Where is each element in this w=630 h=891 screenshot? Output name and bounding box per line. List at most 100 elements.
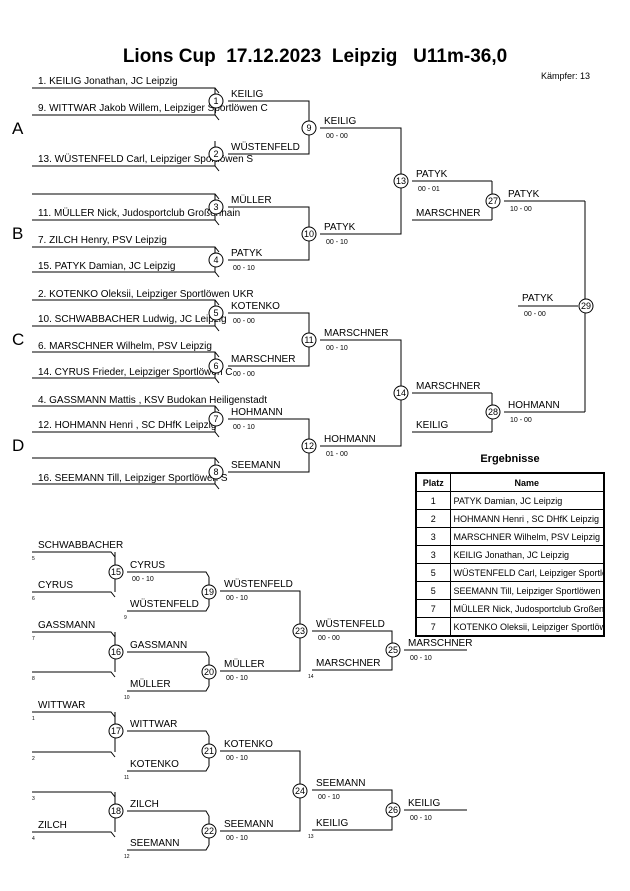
repechage-score: 00 - 10 xyxy=(132,576,154,583)
bracket-match-nodes: 1234567891011121314272829151617181920212… xyxy=(108,93,594,839)
page-title: Lions Cup 17.12.2023 Leipzig U11m-36,0 xyxy=(122,46,508,67)
winner-label: PATYK xyxy=(231,248,263,259)
entry-line xyxy=(32,165,220,172)
repechage-entry-number: 13 xyxy=(308,834,314,840)
results-place: 2 xyxy=(415,509,451,528)
winner-label: MÜLLER xyxy=(231,194,272,206)
repechage-entry-number: 4 xyxy=(32,836,35,842)
repechage-score: 00 - 10 xyxy=(318,794,340,801)
winner-label: WÜSTENFELD xyxy=(231,141,300,153)
match-number: 28 xyxy=(488,407,498,417)
match-number: 27 xyxy=(488,196,498,206)
match-number-circle xyxy=(393,173,409,189)
results-name: MARSCHNER Wilhelm, PSV Leipzig xyxy=(449,527,605,546)
match-number: 25 xyxy=(388,645,398,655)
repechage-entry-number: 1 xyxy=(32,716,35,722)
results-name: WÜSTENFELD Carl, Leipziger Sportlöwen S xyxy=(449,563,605,582)
entry-label: 2. KOTENKO Oleksii, Leipziger Sportlöwen… xyxy=(38,289,254,300)
match-number-circle xyxy=(201,823,217,839)
repechage-label: SEEMANN xyxy=(130,838,179,849)
winner-score: 10 - 00 xyxy=(510,206,532,213)
winner-label: PATYK xyxy=(508,189,540,200)
winner-label: PATYK xyxy=(522,293,554,304)
entry-line xyxy=(32,751,116,758)
match-number-circle xyxy=(208,305,224,321)
match-number: 18 xyxy=(111,806,121,816)
repechage-label: SEEMANN xyxy=(224,819,273,830)
repechage-label: CYRUS xyxy=(130,560,165,571)
results-name: SEEMANN Till, Leipziger Sportlöwen S xyxy=(449,581,605,600)
repechage-label: ZILCH xyxy=(130,799,159,810)
match-number: 14 xyxy=(396,388,406,398)
match-number-circle xyxy=(301,332,317,348)
winner-score: 00 - 10 xyxy=(233,424,255,431)
match-number: 12 xyxy=(304,441,314,451)
entry-label: 11. MÜLLER Nick, Judosportclub Großenhai… xyxy=(38,207,240,219)
repechage-entry-number: 3 xyxy=(32,796,35,802)
entry-label: 1. KEILIG Jonathan, JC Leipzig xyxy=(38,76,178,87)
entry-label: 16. SEEMANN Till, Leipziger Sportlöwen S xyxy=(38,473,228,484)
winner-score: 00 - 00 xyxy=(233,371,255,378)
results-name: PATYK Damian, JC Leipzig xyxy=(449,491,605,510)
winner-score: 00 - 00 xyxy=(524,311,546,318)
repechage-entry-label: SCHWABBACHER xyxy=(38,540,123,551)
entry-line xyxy=(32,431,220,438)
match-number-circle xyxy=(208,146,224,162)
match-number-circle xyxy=(292,783,308,799)
entry-line xyxy=(32,351,220,358)
entry-line xyxy=(32,87,220,94)
winner-score: 01 - 00 xyxy=(326,451,348,458)
winner-label: MARSCHNER xyxy=(416,381,480,392)
winner-label: KOTENKO xyxy=(231,301,280,312)
entry-label: 9. WITTWAR Jakob Willem, Leipziger Sport… xyxy=(38,103,268,114)
match-number: 19 xyxy=(204,587,214,597)
winner-line xyxy=(127,651,210,658)
repechage-label: KOTENKO xyxy=(224,739,273,750)
winner-score: 00 - 10 xyxy=(326,239,348,246)
entry-line xyxy=(32,483,220,490)
repechage-label: SEEMANN xyxy=(316,778,365,789)
entry-line xyxy=(32,193,220,200)
winner-label: KEILIG xyxy=(231,89,263,100)
repechage-entry-number: 11 xyxy=(124,775,129,781)
match-number-circle xyxy=(385,642,401,658)
entry-label: 12. HOHMANN Henri , SC DHfK Leipzig xyxy=(38,420,216,431)
winner-score: 00 - 00 xyxy=(326,133,348,140)
winner-label: PATYK xyxy=(416,169,448,180)
match-number: 4 xyxy=(213,255,218,265)
winner-label: MARSCHNER xyxy=(416,208,480,219)
bracket-lines xyxy=(32,87,586,851)
match-number: 8 xyxy=(213,467,218,477)
winner-label: HOHMANN xyxy=(508,400,560,411)
entry-line xyxy=(32,631,116,638)
match-number: 3 xyxy=(213,202,218,212)
entry-line xyxy=(32,114,220,121)
winner-line xyxy=(127,810,210,817)
winner-line xyxy=(127,605,210,612)
winner-label: HOHMANN xyxy=(324,434,376,445)
match-number: 1 xyxy=(213,96,218,106)
repechage-entry-number: 10 xyxy=(124,695,130,701)
match-number-circle xyxy=(301,438,317,454)
match-number-circle xyxy=(385,802,401,818)
match-number: 13 xyxy=(396,176,406,186)
match-number: 24 xyxy=(295,786,305,796)
match-number-circle xyxy=(108,723,124,739)
match-number: 17 xyxy=(111,726,121,736)
winner-label: KEILIG xyxy=(416,420,448,431)
results-header-name: Name xyxy=(449,472,605,492)
entry-line xyxy=(32,457,220,464)
match-number: 29 xyxy=(581,301,591,311)
entry-line xyxy=(32,219,220,226)
match-number: 23 xyxy=(295,626,305,636)
bronze-winner-score: 00 - 10 xyxy=(410,815,432,822)
repechage-entry-number: 6 xyxy=(32,596,35,602)
repechage-label: KEILIG xyxy=(316,818,348,829)
entry-label: 4. GASSMANN Mattis , KSV Budokan Heilige… xyxy=(38,395,267,406)
repechage-label: WÜSTENFELD xyxy=(130,598,199,610)
match-number-circle xyxy=(301,120,317,136)
match-number-circle xyxy=(485,404,501,420)
results-header-row: Platz Name xyxy=(415,472,605,492)
